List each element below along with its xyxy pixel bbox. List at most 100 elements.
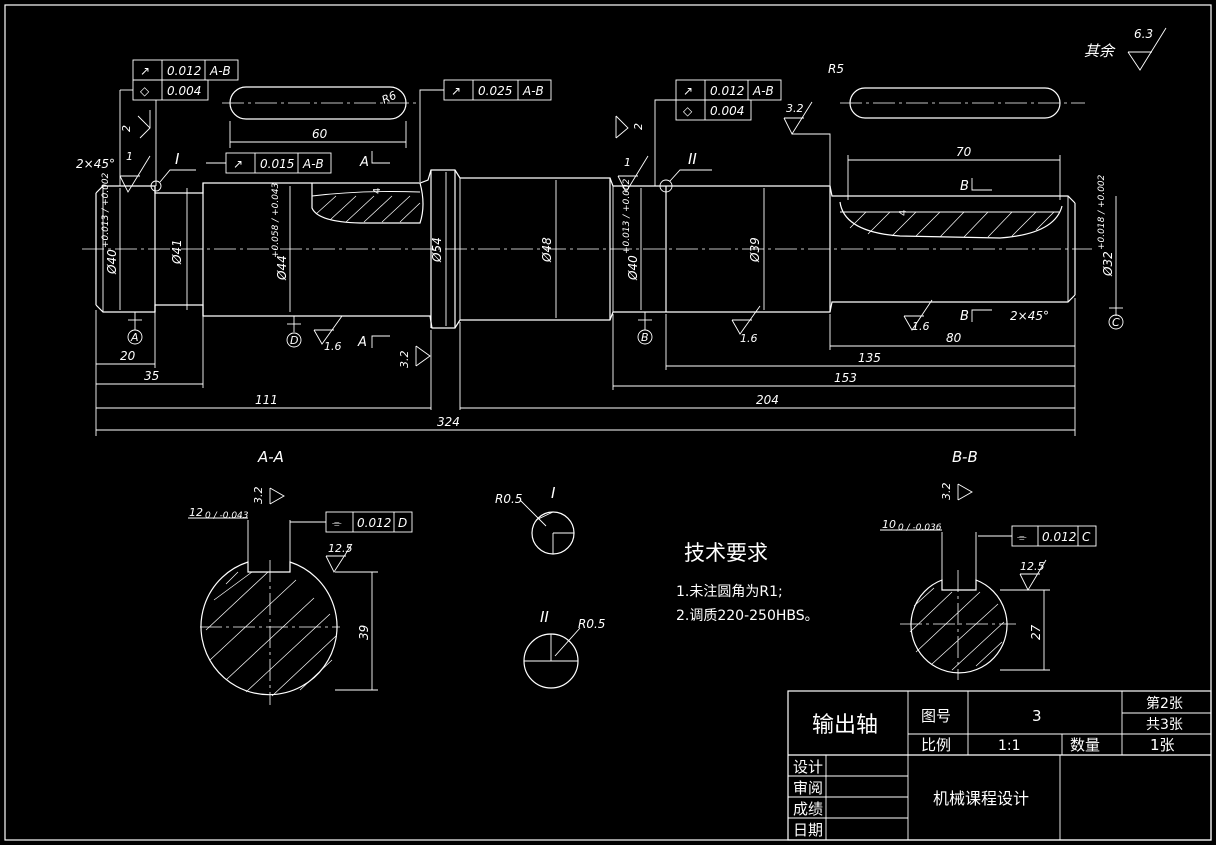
drawing-frame bbox=[4, 4, 1212, 841]
gtol-runout-3: ↗ 0.015 A-B bbox=[225, 152, 332, 174]
svg-text:B: B bbox=[641, 331, 649, 344]
svg-text:3.2: 3.2 bbox=[786, 102, 804, 115]
svg-text:0.012: 0.012 bbox=[710, 84, 744, 98]
svg-text:2.调质220-250HBS。: 2.调质220-250HBS。 bbox=[676, 608, 819, 624]
svg-text:C: C bbox=[1112, 316, 1120, 329]
svg-text:4: 4 bbox=[898, 210, 909, 216]
svg-text:60: 60 bbox=[312, 127, 328, 141]
svg-text:0 / -0.036: 0 / -0.036 bbox=[898, 523, 942, 533]
svg-text:35: 35 bbox=[144, 369, 159, 383]
svg-text:共3张: 共3张 bbox=[1146, 717, 1183, 733]
gtol-cyl-1: ◇ 0.004 bbox=[132, 79, 209, 101]
detail-i: I R0.5 bbox=[495, 484, 575, 555]
svg-text:Ø40: Ø40 bbox=[105, 249, 119, 275]
svg-text:A-B: A-B bbox=[752, 84, 774, 98]
svg-text:B-B: B-B bbox=[952, 448, 978, 466]
svg-text:10: 10 bbox=[882, 518, 896, 531]
svg-text:⌯: ⌯ bbox=[332, 516, 342, 530]
svg-text:1.6: 1.6 bbox=[740, 332, 758, 345]
svg-text:0.025: 0.025 bbox=[478, 84, 512, 98]
svg-text:A: A bbox=[357, 335, 367, 350]
svg-text:1.6: 1.6 bbox=[324, 340, 342, 353]
svg-text:A: A bbox=[359, 155, 369, 170]
svg-text:+0.058 / +0.043: +0.058 / +0.043 bbox=[271, 182, 281, 258]
svg-text:C: C bbox=[1082, 530, 1091, 544]
svg-text:I: I bbox=[175, 150, 180, 168]
svg-text:2: 2 bbox=[120, 125, 133, 132]
dimensions bbox=[95, 121, 1117, 436]
svg-text:39: 39 bbox=[357, 625, 371, 640]
svg-text:R0.5: R0.5 bbox=[578, 617, 605, 631]
svg-text:2×45°: 2×45° bbox=[76, 157, 115, 171]
svg-text:12.5: 12.5 bbox=[328, 542, 353, 555]
gtol-frames: ↗ 0.012 A-B ◇ 0.004 ↗ 0.025 A-B ↗ 0.015 … bbox=[119, 59, 1097, 547]
svg-text:+0.013 / +0.002: +0.013 / +0.002 bbox=[101, 172, 111, 248]
roughness-symbols: 2 1 1.6 3.2 2 1 3.2 1.6 1.6 3.2 12.5 3.2… bbox=[119, 101, 1047, 591]
svg-text:0.004: 0.004 bbox=[710, 104, 744, 118]
svg-text:↗: ↗ bbox=[683, 84, 693, 98]
gtol-runout-2: ↗ 0.025 A-B bbox=[443, 79, 552, 101]
title-block: 输出轴 图号 3 第2张 共3张 比例 1:1 数量 1张 设计 审阅 成绩 日… bbox=[787, 690, 1212, 841]
svg-text:1张: 1张 bbox=[1150, 736, 1175, 754]
svg-text:12.5: 12.5 bbox=[1020, 560, 1045, 573]
svg-text:20: 20 bbox=[120, 349, 136, 363]
svg-text:II: II bbox=[688, 150, 697, 168]
svg-text:70: 70 bbox=[956, 145, 972, 159]
svg-text:Ø44: Ø44 bbox=[275, 255, 289, 281]
svg-text:0 / -0.043: 0 / -0.043 bbox=[205, 511, 249, 521]
svg-text:Ø40: Ø40 bbox=[626, 255, 640, 281]
svg-text:1: 1 bbox=[624, 156, 631, 169]
svg-text:3: 3 bbox=[1032, 707, 1042, 725]
svg-text:6.3: 6.3 bbox=[1134, 27, 1153, 41]
section-marks: A A B B bbox=[357, 151, 992, 350]
svg-text:1.未注圆角为R1;: 1.未注圆角为R1; bbox=[676, 584, 783, 600]
svg-text:R6: R6 bbox=[380, 89, 399, 107]
gtol-cyl-2: ◇ 0.004 bbox=[675, 99, 752, 121]
svg-text:B: B bbox=[960, 179, 969, 194]
svg-text:A-B: A-B bbox=[522, 84, 544, 98]
svg-text:204: 204 bbox=[756, 393, 779, 407]
svg-text:2: 2 bbox=[632, 123, 645, 130]
svg-text:135: 135 bbox=[858, 351, 881, 365]
svg-text:324: 324 bbox=[437, 415, 460, 429]
svg-text:审阅: 审阅 bbox=[793, 779, 823, 797]
svg-text:0.012: 0.012 bbox=[357, 516, 391, 530]
svg-text:数量: 数量 bbox=[1070, 736, 1100, 754]
section-bb: B-B 27 10 0 / -0.036 bbox=[880, 448, 1050, 680]
svg-text:Ø39: Ø39 bbox=[748, 237, 762, 263]
svg-text:R5: R5 bbox=[828, 62, 844, 76]
svg-text:Ø32: Ø32 bbox=[1101, 251, 1115, 277]
gtol-sym-bb: ⌯ 0.012 C bbox=[1011, 525, 1097, 547]
svg-text:Ø41: Ø41 bbox=[170, 239, 184, 265]
svg-text:3.2: 3.2 bbox=[252, 487, 265, 505]
svg-text:成绩: 成绩 bbox=[793, 800, 823, 818]
tech-requirements: 技术要求 1.未注圆角为R1; 2.调质220-250HBS。 bbox=[676, 541, 819, 624]
svg-text:↗: ↗ bbox=[140, 64, 150, 78]
section-aa: A-A 39 12 0 / -0.043 bbox=[188, 448, 378, 705]
svg-text:27: 27 bbox=[1029, 624, 1043, 640]
svg-text:A-B: A-B bbox=[302, 157, 324, 171]
svg-text:0.012: 0.012 bbox=[1042, 530, 1076, 544]
svg-text:+0.018 / +0.002: +0.018 / +0.002 bbox=[1097, 174, 1107, 250]
svg-text:A-B: A-B bbox=[209, 64, 231, 78]
detail-ii: II R0.5 bbox=[523, 608, 605, 689]
svg-text:1: 1 bbox=[126, 150, 133, 163]
svg-text:II: II bbox=[540, 608, 549, 626]
svg-text:↗: ↗ bbox=[451, 84, 461, 98]
part-name: 输出轴 bbox=[812, 713, 878, 738]
shaft-main-view: 4 4 bbox=[82, 86, 1092, 329]
svg-text:111: 111 bbox=[255, 393, 278, 407]
svg-text:其余: 其余 bbox=[1084, 42, 1116, 60]
svg-text:图号: 图号 bbox=[921, 707, 951, 725]
svg-text:比例: 比例 bbox=[921, 736, 951, 754]
svg-text:A-A: A-A bbox=[257, 448, 284, 466]
svg-text:A: A bbox=[130, 331, 139, 344]
gtol-runout-4: ↗ 0.012 A-B bbox=[675, 79, 782, 101]
dimension-labels: 60 70 R5 R6 2×45° 2×45° 20 35 111 324 20… bbox=[76, 62, 1115, 429]
svg-text:3.2: 3.2 bbox=[398, 351, 411, 369]
gtol-sym-aa: ⌯ 0.012 D bbox=[325, 511, 413, 533]
svg-text:0.004: 0.004 bbox=[167, 84, 201, 98]
svg-text:机械课程设计: 机械课程设计 bbox=[933, 789, 1029, 808]
svg-text:0.012: 0.012 bbox=[167, 64, 201, 78]
